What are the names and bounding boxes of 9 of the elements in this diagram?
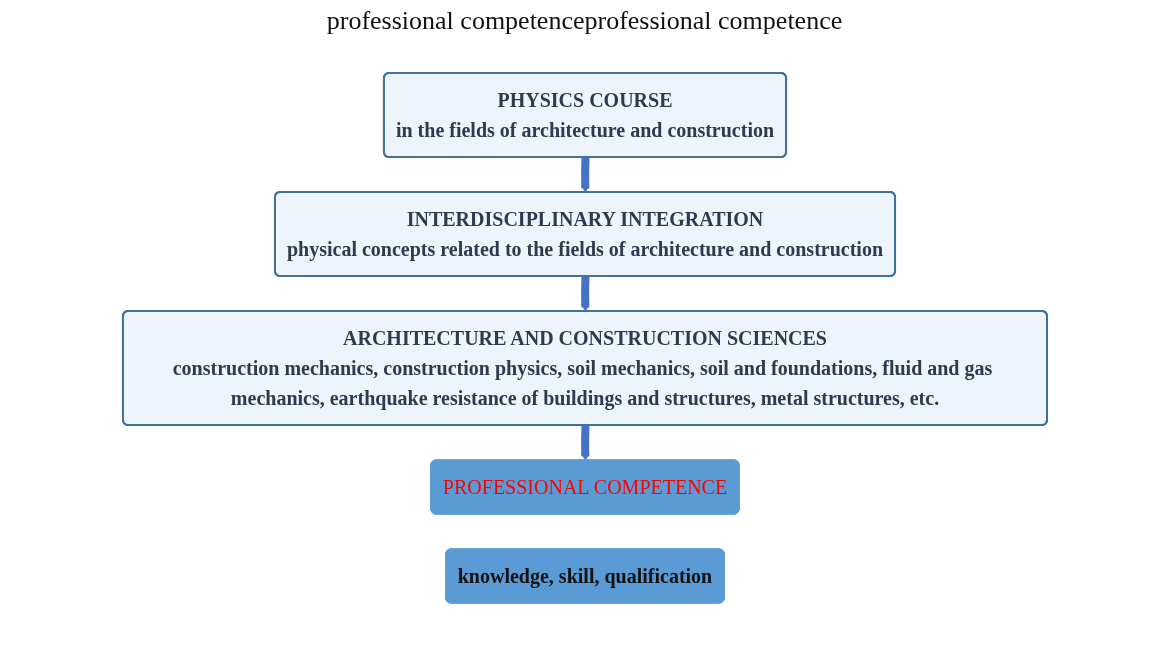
process-box: INTERDISCIPLINARY INTEGRATION physical concepts related to the fields of architecture and construction — [273, 191, 896, 277]
diagram-title: professional competenceprofessional competence — [325, 6, 844, 36]
process-box: ARCHITECTURE AND CONSTRUCTION SCIENCES construction mechanics, construction physics, soil mechanics, soil and foundations, fluid and gas mechanics, earthquake resistance of buildings and structures, metal structures, etc. — [121, 310, 1048, 426]
result-box: PROFESSIONAL COMPETENCE — [429, 459, 740, 515]
arrow — [580, 424, 590, 461]
arrow — [580, 275, 590, 312]
arrow — [580, 156, 590, 193]
process-box: PHYSICS COURSE in the fields of architecture and construction — [382, 72, 787, 158]
result-box: knowledge, skill, qualification — [444, 548, 725, 604]
